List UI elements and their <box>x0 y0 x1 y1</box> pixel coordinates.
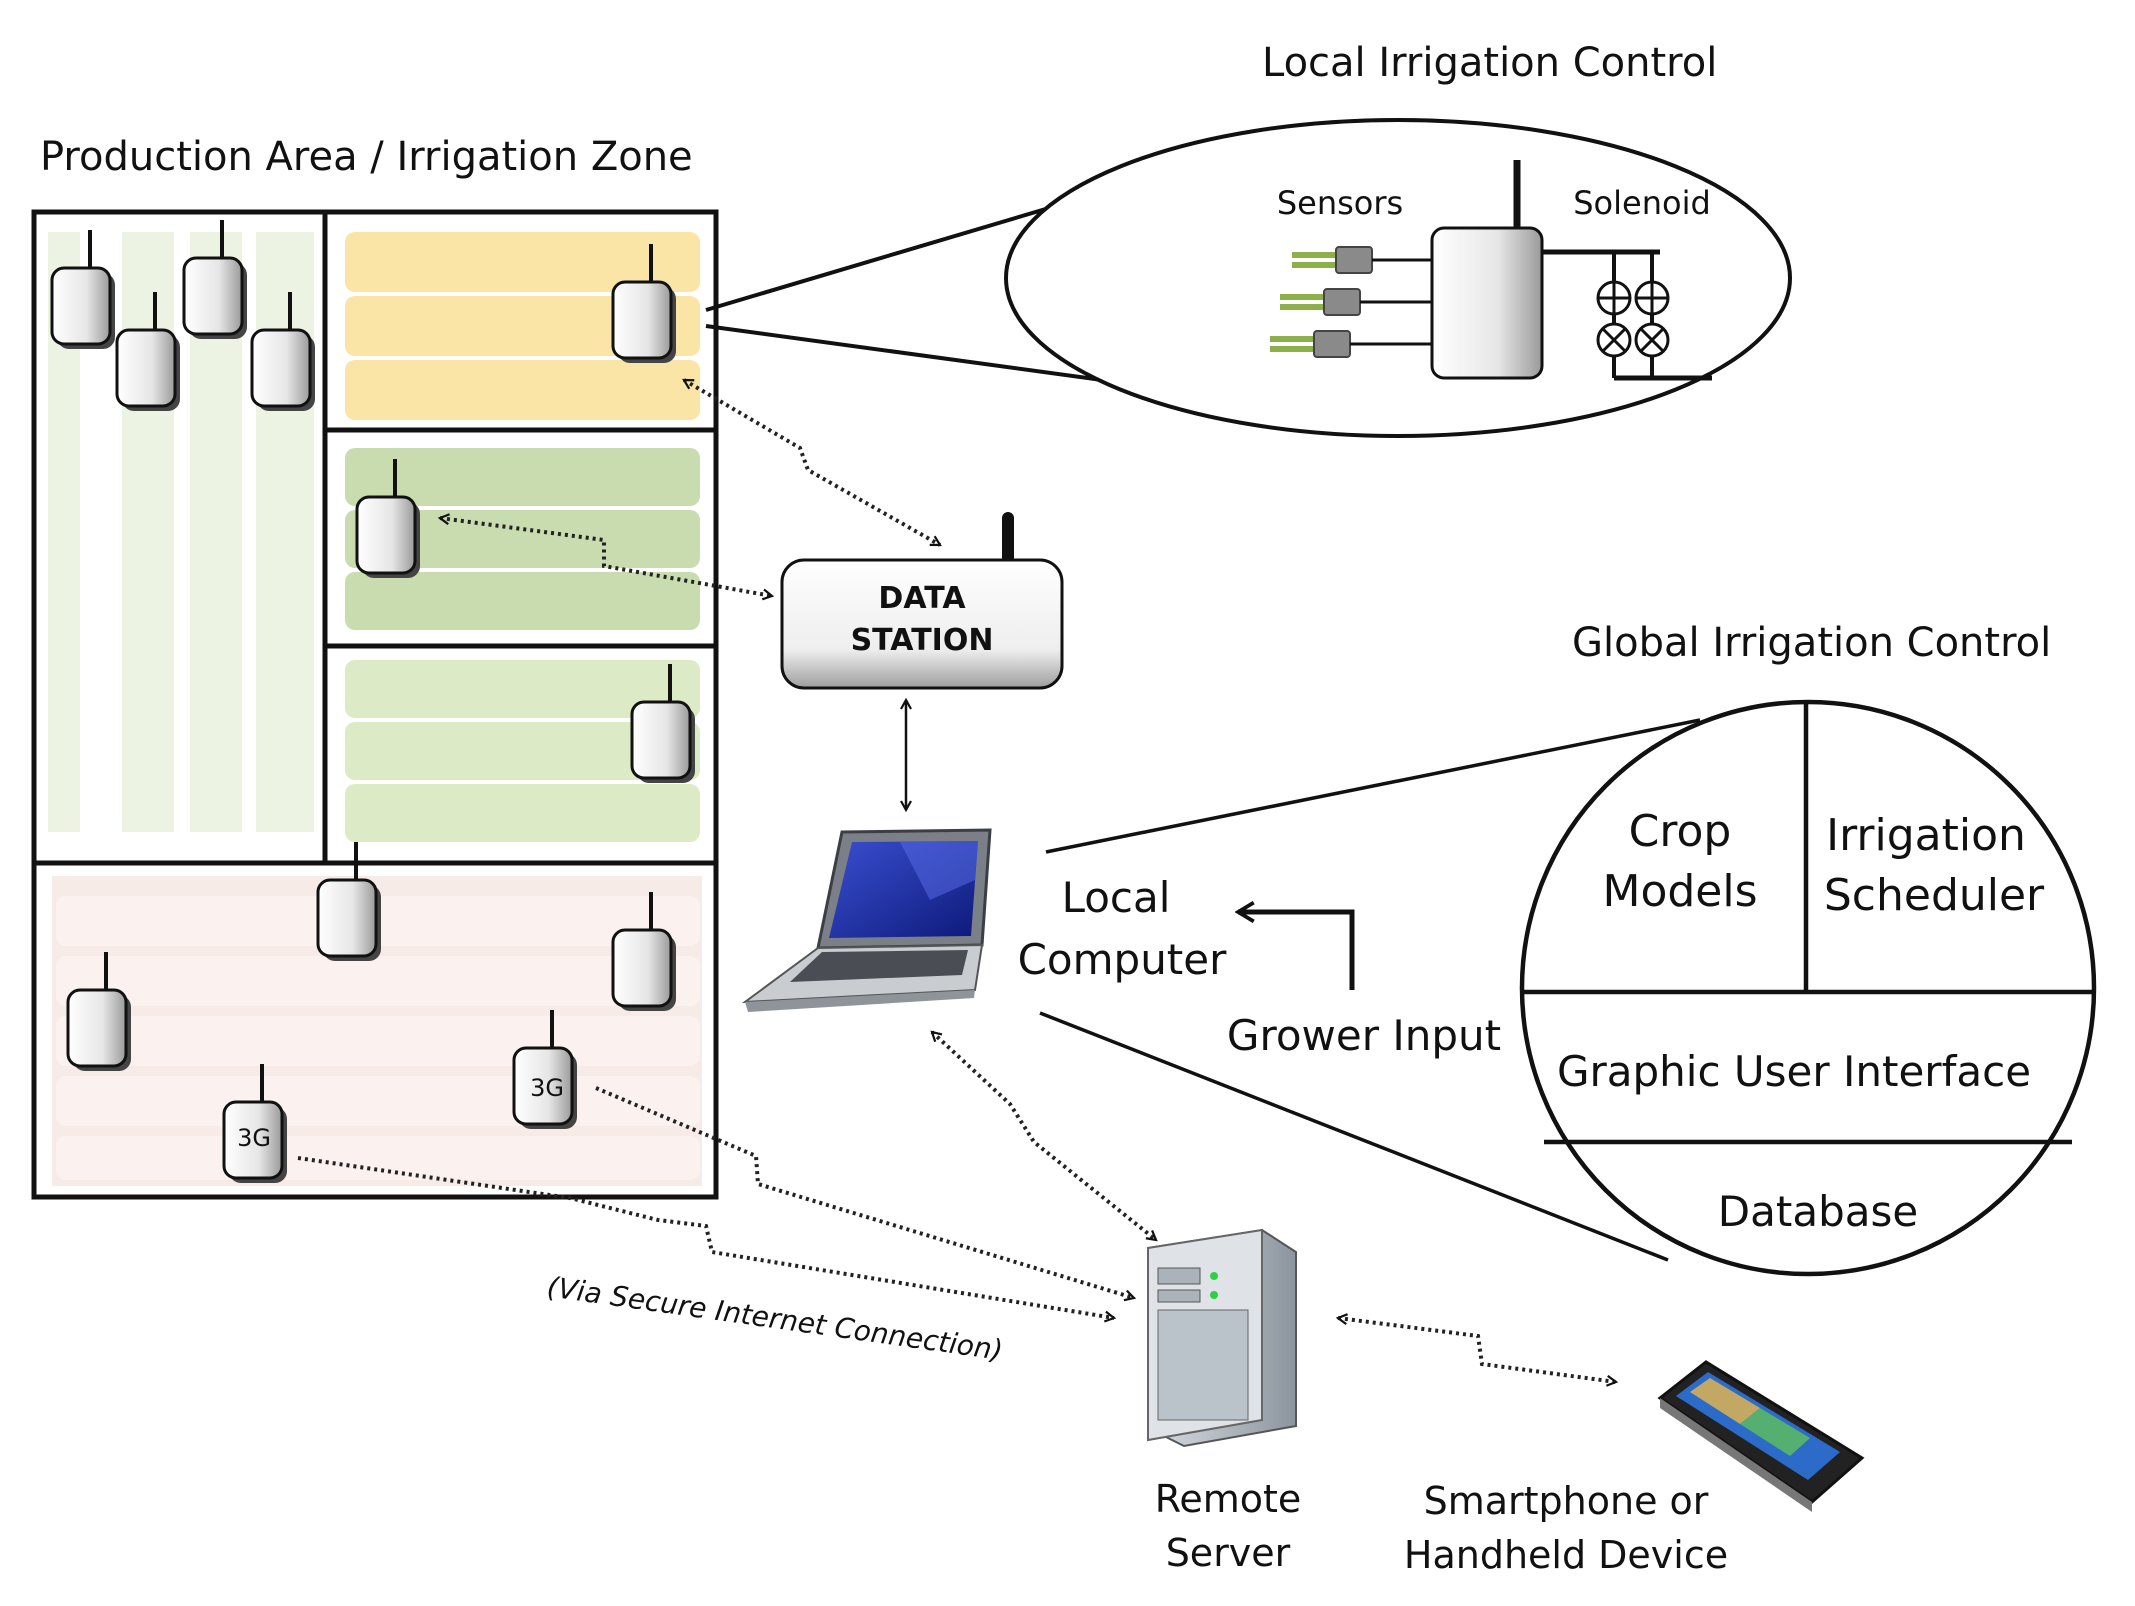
production-area-title: Production Area / Irrigation Zone <box>40 134 693 180</box>
wireless-node-icon <box>182 220 247 339</box>
data-station-label: DATA <box>878 581 966 616</box>
wireless-node-icon <box>630 664 695 783</box>
wireless-link-yellow-station <box>684 378 940 547</box>
wireless-node-icon <box>66 952 131 1071</box>
smartphone-label: Handheld Device <box>1404 1533 1728 1577</box>
wireless-link-3g-server <box>595 1086 1134 1298</box>
wireless-node-icon <box>250 292 315 411</box>
smartphone-icon <box>1657 1360 1865 1512</box>
wireless-node-icon <box>611 244 676 363</box>
irrigation-scheduler-label: Irrigation <box>1826 810 2026 861</box>
smartphone-label: Smartphone or <box>1424 1479 1709 1523</box>
zone-lightgreen <box>345 660 700 842</box>
grower-input-arrow <box>1238 912 1355 990</box>
crop-models-label: Models <box>1602 866 1757 917</box>
wireless-node-icon <box>355 459 420 578</box>
local-irrigation-ellipse <box>1004 118 1792 438</box>
wireless-node-icon <box>316 842 381 961</box>
wireless-node-icon <box>115 292 180 411</box>
controller-box <box>1430 226 1544 380</box>
sensors-label: Sensors <box>1277 184 1403 222</box>
wireless-node-icon <box>611 892 676 1011</box>
node-3g-badge: 3G <box>237 1124 271 1152</box>
local-computer-label: Computer <box>1018 935 1228 984</box>
remote-server-icon <box>1147 1228 1297 1448</box>
crop-models-label: Crop <box>1629 806 1732 857</box>
data-station: DATA STATION <box>780 512 1064 690</box>
wireless-link-laptop-server <box>932 1032 1156 1242</box>
laptop-icon <box>741 828 992 1012</box>
local-irrigation-title: Local Irrigation Control <box>1262 40 1717 86</box>
data-station-label: STATION <box>851 623 994 658</box>
local-computer-label: Local <box>1062 873 1171 922</box>
solenoid-valves <box>1542 249 1712 381</box>
remote-server-label: Remote <box>1155 1477 1302 1521</box>
sensor-nodes <box>50 220 695 1183</box>
soil-sensor-probes <box>1270 246 1432 358</box>
grower-input-label: Grower Input <box>1227 1011 1501 1060</box>
gui-label: Graphic User Interface <box>1557 1047 2031 1096</box>
zone-yellow <box>345 232 700 420</box>
node-3g-badge: 3G <box>530 1074 564 1102</box>
secure-connection-label: (Via Secure Internet Connection) <box>545 1270 1005 1367</box>
irrigation-scheduler-label: Scheduler <box>1824 870 2045 921</box>
global-irrigation-title: Global Irrigation Control <box>1572 620 2051 666</box>
wireless-node-icon <box>512 1010 577 1129</box>
global-irrigation-callout: Crop Models Irrigation Scheduler Graphic… <box>1039 699 2097 1277</box>
database-label: Database <box>1718 1187 1918 1236</box>
wireless-link-server-smartphone <box>1338 1318 1616 1382</box>
wireless-node-icon <box>222 1064 287 1183</box>
remote-server-label: Server <box>1166 1531 1291 1575</box>
wireless-node-icon <box>50 230 115 349</box>
solenoid-label: Solenoid <box>1573 184 1711 222</box>
local-irrigation-callout: Sensors Solenoid <box>705 118 1792 438</box>
